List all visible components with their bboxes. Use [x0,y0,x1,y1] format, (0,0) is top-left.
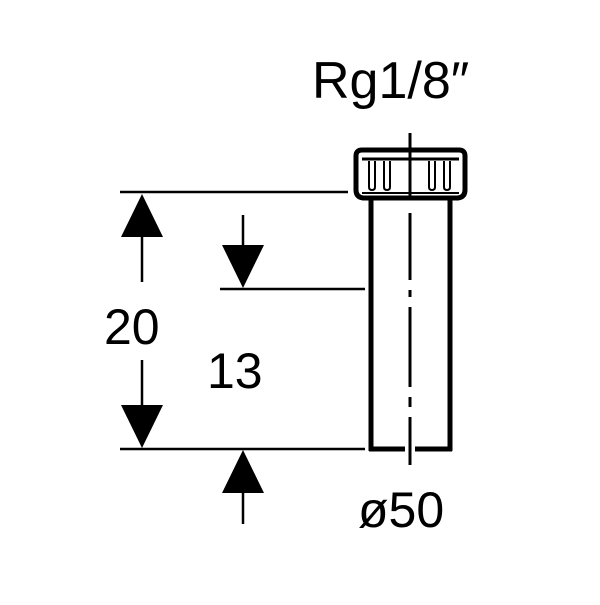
arrow-up-icon [121,194,163,237]
arrow-down-icon [222,245,264,288]
dimension-13-arrows [222,215,264,524]
extension-lines [120,190,365,451]
diameter-label: ø50 [358,482,444,538]
dimension-20-arrows [121,194,163,448]
pipe-body [368,198,453,452]
arrow-up-icon [222,450,264,493]
dimension-13-label: 13 [207,343,263,399]
cap-knurling [368,161,451,192]
dimension-20-label: 20 [104,299,160,355]
thread-size-label: Rg1/8″ [312,52,469,110]
arrow-down-icon [121,405,163,448]
